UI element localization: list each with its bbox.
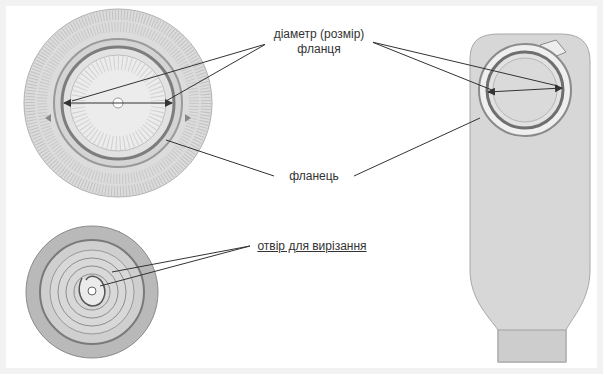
part-label: фланець bbox=[287, 169, 341, 184]
part-label: отвір для вирізання bbox=[255, 239, 368, 254]
diameter-arrow bbox=[488, 88, 562, 92]
part-label: діаметр (розмір) фланця bbox=[265, 27, 373, 57]
cut-to-fit-plate bbox=[26, 226, 158, 358]
base-plate bbox=[24, 9, 212, 197]
background-panel bbox=[6, 6, 597, 368]
diameter-arrow bbox=[64, 103, 172, 104]
leader-lines bbox=[72, 42, 558, 286]
drainable-pouch bbox=[470, 34, 590, 362]
